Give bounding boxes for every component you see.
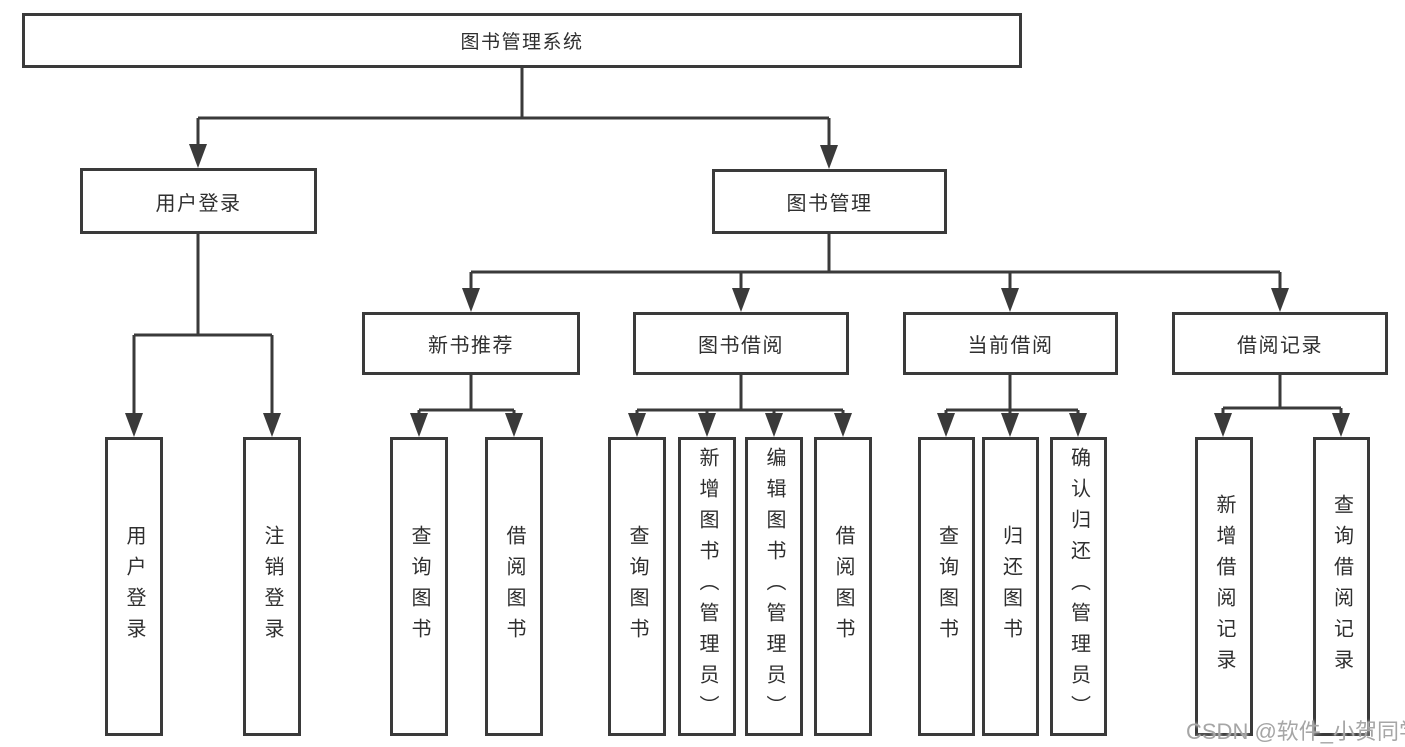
arrowhead-down-icon: [628, 413, 646, 437]
leaf-edit-book-admin: 编辑图书（管理员）: [745, 437, 803, 736]
tree-branch-lines: [132, 65, 1343, 415]
arrowhead-down-icon: [1214, 413, 1232, 437]
node-current-borrowing: 当前借阅: [903, 312, 1118, 375]
arrowhead-down-icon: [462, 288, 480, 312]
arrowhead-down-icon: [1271, 288, 1289, 312]
leaf-label: 查询图书: [935, 524, 958, 649]
leaf-label: 查询图书: [626, 524, 648, 649]
leaf-query-books: 查询图书: [390, 437, 448, 736]
leaf-confirm-return-admin: 确认归还（管理员）: [1050, 437, 1107, 736]
arrowhead-down-icon: [937, 413, 955, 437]
arrowhead-down-icon: [410, 413, 428, 437]
arrowhead-down-icon: [820, 145, 838, 169]
arrowhead-down-icon: [189, 144, 207, 168]
leaf-user-login: 用户登录: [105, 437, 163, 736]
leaf-label: 查询图书: [408, 524, 430, 649]
leaf-label: 新增图书（管理员）: [696, 447, 718, 726]
arrowhead-down-icon: [765, 413, 783, 437]
csdn-watermark: CSDN @软件_小贺同学: [1186, 719, 1405, 744]
arrowhead-down-icon: [505, 413, 523, 437]
node-book-management: 图书管理: [712, 169, 947, 234]
arrowhead-down-icon: [1332, 413, 1350, 437]
node-library-management-system: 图书管理系统: [22, 13, 1022, 68]
arrowhead-down-icon: [1069, 413, 1087, 437]
leaf-label: 归还图书: [999, 524, 1022, 649]
leaf-label: 借阅图书: [503, 524, 525, 649]
arrowhead-down-icon: [698, 413, 716, 437]
arrowhead-down-icon: [1001, 413, 1019, 437]
arrowhead-down-icon: [263, 413, 281, 437]
node-label: 图书管理: [786, 193, 873, 215]
node-label: 当前借阅: [967, 335, 1054, 357]
leaf-label: 用户登录: [123, 524, 145, 649]
leaf-label: 编辑图书（管理员）: [763, 447, 785, 726]
arrowhead-down-icon: [125, 413, 143, 437]
leaf-query-books: 查询图书: [608, 437, 666, 736]
arrowhead-down-icons: [125, 144, 1350, 437]
leaf-label: 查询借阅记录: [1330, 493, 1353, 680]
node-label: 图书管理系统: [460, 32, 584, 53]
leaf-label: 注销登录: [261, 524, 283, 649]
arrowhead-down-icon: [1001, 288, 1019, 312]
leaf-add-borrow-record: 新增借阅记录: [1195, 437, 1253, 736]
node-book-borrowing: 图书借阅: [633, 312, 849, 375]
leaf-borrow-books: 借阅图书: [814, 437, 872, 736]
leaf-label: 新增借阅记录: [1213, 493, 1235, 680]
node-borrowing-records: 借阅记录: [1172, 312, 1388, 375]
leaf-borrow-books: 借阅图书: [485, 437, 543, 736]
node-user-login: 用户登录: [80, 168, 317, 234]
node-label: 新书推荐: [428, 335, 514, 357]
node-new-book-recommendation: 新书推荐: [362, 312, 580, 375]
leaf-logout: 注销登录: [243, 437, 301, 736]
leaf-label: 借阅图书: [832, 524, 854, 649]
leaf-add-book-admin: 新增图书（管理员）: [678, 437, 736, 736]
leaf-return-book: 归还图书: [982, 437, 1039, 736]
node-label: 图书借阅: [698, 335, 784, 357]
arrowhead-down-icon: [732, 288, 750, 312]
node-label: 用户登录: [155, 192, 242, 215]
leaf-query-books: 查询图书: [918, 437, 975, 736]
leaf-label: 确认归还（管理员）: [1067, 447, 1090, 726]
node-label: 借阅记录: [1237, 335, 1323, 357]
arrowhead-down-icon: [834, 413, 852, 437]
leaf-query-borrow-record: 查询借阅记录: [1313, 437, 1370, 736]
